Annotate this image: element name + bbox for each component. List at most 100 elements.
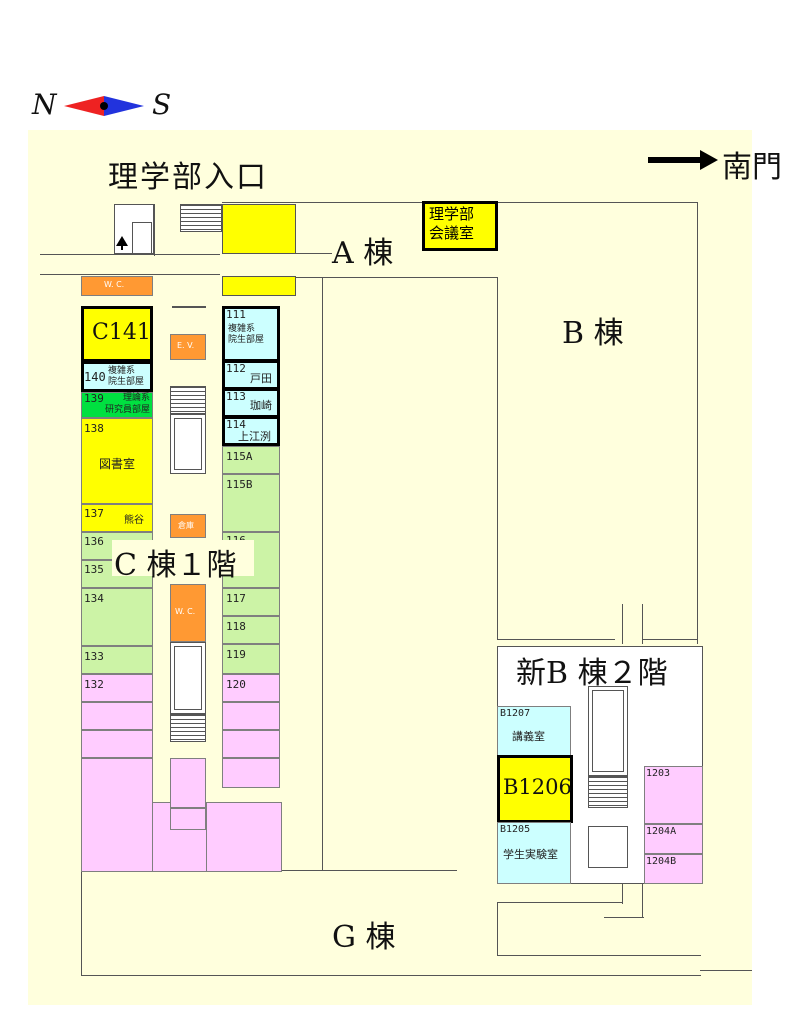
room-113-name: 珈崎 [250,399,272,412]
wall [622,884,623,904]
room-119[interactable] [222,644,280,674]
wc-top[interactable] [81,276,153,296]
newb-stairs [588,776,628,808]
wall [497,955,701,956]
room-b1205-name: 学生実験室 [503,848,558,861]
stairwell-lower [170,642,206,714]
room-132[interactable] [81,674,153,702]
wall [40,274,220,275]
room-114-name: 上江洌 [238,430,271,443]
arrow-right-icon [648,150,718,170]
room-140-name: 複雑系 院生部屋 [108,366,145,387]
south-gate-label: 南門 [722,150,782,185]
meeting-room-label: 理学部 会議室 [429,205,475,242]
elevator[interactable] [170,334,206,360]
room-b1206[interactable] [497,755,573,823]
room-118-number: 118 [226,620,246,633]
compass-icon [64,96,144,116]
room-133[interactable] [81,646,153,674]
stairs-upper [170,386,206,414]
room-117[interactable] [222,588,280,616]
wc-middle-label: W. C. [175,607,196,616]
room-114[interactable] [222,416,280,446]
room-137-number: 137 [84,507,104,520]
wall [222,277,498,278]
room-137-name: 熊谷 [124,515,144,526]
room-120[interactable] [222,674,280,702]
room-b1205-number: B1205 [500,824,531,835]
stairwell-upper [170,414,206,474]
a-building-yellow-area [222,204,296,254]
storage-label: 倉庫 [178,521,194,530]
room-132-number: 132 [84,678,104,691]
storage[interactable] [170,514,206,538]
wc-middle[interactable] [170,584,206,642]
lab-room[interactable] [81,702,153,730]
lab-room[interactable] [222,758,280,788]
entrance-stairs [180,204,222,232]
room-137[interactable] [81,504,153,532]
wall [642,884,643,918]
wall [700,970,752,971]
lab-room[interactable] [206,802,282,872]
wc-top-label: W. C. [104,280,125,289]
a-building-yellow-strip [222,276,296,296]
wall [642,604,643,644]
room-c141[interactable] [81,306,153,362]
room-139-number: 139 [84,392,104,405]
room-b1207-name: 講義室 [512,730,545,743]
library[interactable] [81,418,153,504]
wall [497,902,498,956]
room-115b[interactable] [222,474,280,532]
room-b1206-label: B1206 [503,775,572,799]
room-b1205[interactable] [497,822,571,884]
room-140[interactable] [81,361,153,392]
room-120-number: 120 [226,678,246,691]
room-115a[interactable] [222,446,280,474]
room-b1207-number: B1207 [500,708,531,719]
newb-stairwell [588,686,628,776]
elevator-label: E. V. [177,341,195,350]
room-1204a[interactable] [644,824,703,854]
wall [81,975,701,976]
b-building-label: B 棟 [562,316,624,351]
lab-room[interactable] [81,730,153,758]
room-139-name: 理論系 研究員部屋 [104,393,150,415]
room-134[interactable] [81,588,153,646]
newb-elevator [588,826,628,868]
room-115a-number: 115A [226,450,253,463]
lab-room[interactable] [170,808,206,830]
room-118[interactable] [222,616,280,644]
room-112[interactable] [222,360,280,390]
entrance-inner [132,222,152,254]
room-1203[interactable] [644,766,703,824]
room-1204b[interactable] [644,854,703,884]
lab-room[interactable] [81,758,153,872]
room-139[interactable] [81,392,153,418]
room-140-number: 140 [84,370,106,384]
room-112-number: 112 [226,362,246,375]
meeting-room[interactable] [422,201,498,251]
lab-room[interactable] [170,758,206,808]
room-136-number: 136 [84,535,104,548]
lab-room[interactable] [222,730,280,758]
wall [40,254,220,255]
room-138-number: 138 [84,422,104,435]
room-1203-number: 1203 [646,768,671,779]
room-111-number: 111 [226,308,246,321]
wall [154,204,155,256]
room-112-name: 戸田 [250,372,272,385]
wall [81,870,82,976]
room-1204a-number: 1204A [646,826,677,837]
lab-room[interactable] [222,702,280,730]
room-c141-label: C141 [92,320,151,345]
wall [622,604,623,644]
stairs-lower [170,714,206,742]
newb-floor-label-bg [508,648,694,688]
room-117-number: 117 [226,592,246,605]
library-label: 図書室 [99,457,136,471]
room-135-number: 135 [84,563,104,576]
entrance-label: 理学部入口 [108,160,268,195]
wall [604,917,644,918]
wall [172,306,206,308]
